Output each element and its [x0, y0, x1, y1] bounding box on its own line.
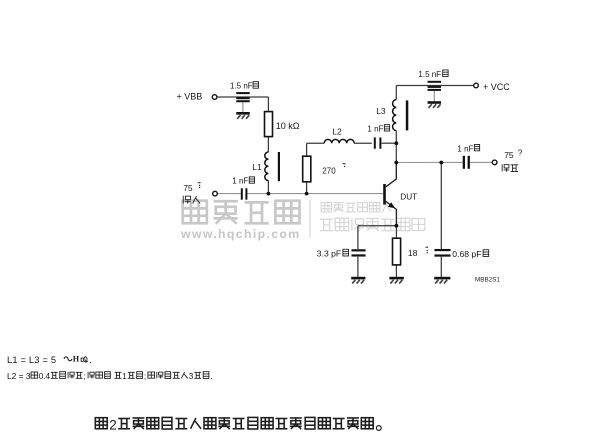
svg-text:270: 270 [322, 167, 336, 176]
svg-text:MBB2S1: MBB2S1 [475, 277, 500, 284]
svg-text:H: H [73, 355, 80, 364]
svg-text:1 nF: 1 nF [367, 125, 383, 134]
svg-text:1.5 nF: 1.5 nF [418, 70, 441, 79]
svg-text:1.5 nF: 1.5 nF [230, 82, 253, 91]
svg-text:+ VBB: + VBB [177, 91, 203, 101]
svg-text:0.68 pF: 0.68 pF [452, 249, 481, 259]
svg-text:2: 2 [109, 418, 117, 433]
svg-text:75: 75 [183, 183, 193, 193]
svg-text:10 kΩ: 10 kΩ [276, 121, 300, 131]
svg-text:www.hqchip.com: www.hqchip.com [180, 227, 301, 241]
svg-text:.: . [89, 355, 92, 365]
svg-text:L1: L1 [252, 162, 262, 172]
svg-text:DUT: DUT [400, 193, 417, 202]
svg-text:3: 3 [189, 372, 194, 381]
svg-text:L1 = L3 = 5: L1 = L3 = 5 [7, 355, 56, 365]
svg-text:75: 75 [504, 150, 514, 160]
svg-text:0.4: 0.4 [39, 372, 51, 381]
svg-text:1 nF: 1 nF [232, 177, 248, 186]
svg-text:;: ; [84, 372, 86, 381]
svg-text:18: 18 [408, 248, 418, 258]
svg-text:1 nF: 1 nF [457, 144, 473, 153]
svg-text:;: ; [144, 372, 146, 381]
svg-text:L2 = 3: L2 = 3 [7, 371, 31, 381]
svg-text:L3: L3 [376, 106, 386, 116]
svg-text:?: ? [518, 148, 523, 157]
svg-text:+ VCC: + VCC [483, 82, 510, 92]
svg-text:L2: L2 [332, 126, 342, 136]
svg-text:3.3 pF: 3.3 pF [317, 248, 341, 258]
svg-text:.: . [210, 372, 212, 381]
svg-text:1: 1 [122, 372, 127, 381]
